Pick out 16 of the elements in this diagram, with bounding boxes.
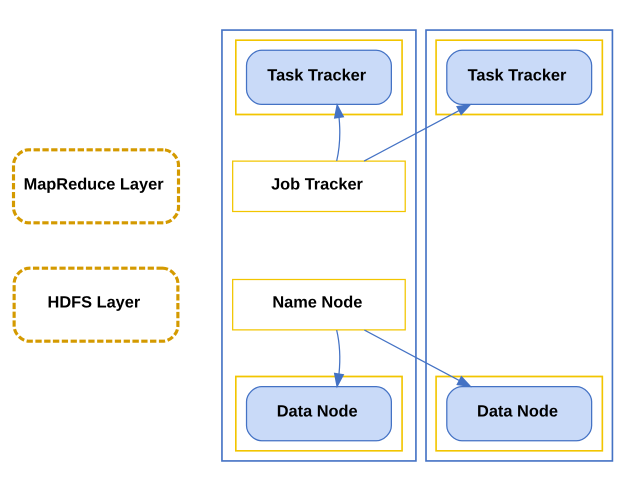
cluster xyxy=(425,28,614,462)
cluster xyxy=(235,38,403,115)
node-box: Task Tracker xyxy=(246,49,392,105)
node-box: MapReduce Layer xyxy=(12,148,180,224)
node-box: Data Node xyxy=(446,385,592,441)
arrow xyxy=(364,329,472,387)
node-box: Data Node xyxy=(246,385,392,441)
cluster xyxy=(221,28,417,462)
cluster xyxy=(235,375,403,452)
node-box: HDFS Layer xyxy=(12,266,180,342)
arrow xyxy=(364,103,472,162)
arrow xyxy=(334,329,344,388)
arrow xyxy=(334,102,344,160)
node-box: Task Tracker xyxy=(446,49,592,105)
node-box: Job Tracker xyxy=(232,160,406,212)
node-box: Name Node xyxy=(232,278,406,330)
